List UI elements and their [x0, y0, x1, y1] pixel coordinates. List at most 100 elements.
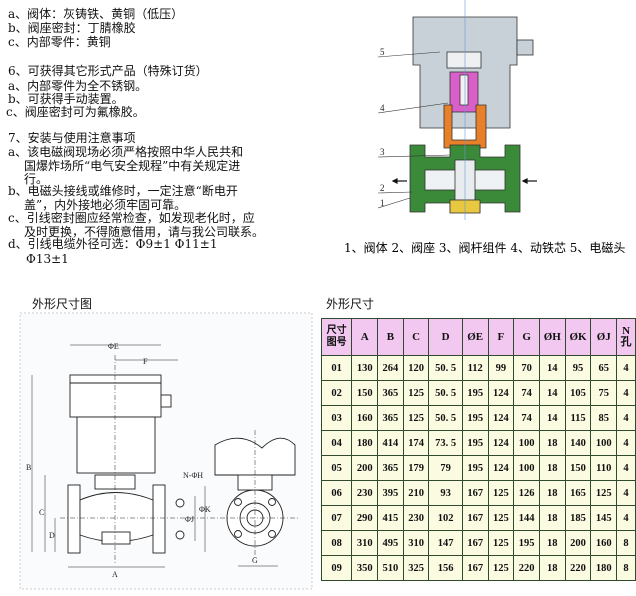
table-cell: 415 [377, 505, 404, 531]
table-cell: 195 [461, 380, 489, 406]
table-cell: 74 [513, 405, 540, 431]
dim-n-phi-h: N-ΦH [183, 471, 203, 480]
table-cell: 167 [461, 505, 489, 531]
table-cell: 125 [487, 555, 515, 581]
table-cell: 73. 5 [428, 430, 463, 456]
corner-header: 尺寸图号 [320, 318, 353, 356]
section-label-1: 1 [380, 198, 385, 208]
table-cell: 210 [402, 480, 430, 506]
table-cell: 395 [377, 480, 404, 506]
material-c: c、内部零件：黄铜 [8, 35, 111, 49]
column-header: C [402, 318, 430, 356]
table-cell: 120 [402, 355, 430, 381]
table-cell: 125 [487, 505, 515, 531]
table-cell: 4 [616, 480, 636, 506]
dim-g: G [252, 556, 258, 565]
table-cell: 185 [564, 505, 592, 531]
material-a: a、阀体：灰铸铁、黄铜（低压） [8, 7, 184, 21]
table-cell: 18 [538, 505, 566, 531]
table-cell: 102 [428, 505, 463, 531]
table-cell: 18 [538, 530, 566, 556]
table-cell: 125 [590, 480, 618, 506]
table-cell: 365 [377, 405, 404, 431]
row-id-cell: 09 [320, 555, 353, 581]
row-id-cell: 03 [320, 405, 353, 431]
table-cell: 93 [428, 480, 463, 506]
table-cell: 195 [461, 430, 489, 456]
outline-drawing-title: 外形尺寸图 [32, 297, 93, 311]
table-cell: 18 [538, 455, 566, 481]
table-cell: 18 [538, 430, 566, 456]
table-cell: 200 [351, 455, 379, 481]
table-cell: 74 [513, 380, 540, 406]
table-cell: 310 [351, 530, 379, 556]
install-d2: Φ13±1 [26, 252, 69, 266]
row-id-cell: 08 [320, 530, 353, 556]
install-a1: a、该电磁阀现场必须严格按照中华人民共和 [8, 145, 244, 159]
table-cell: 165 [564, 480, 592, 506]
table-cell: 124 [487, 455, 515, 481]
corner-top: 尺寸 [326, 325, 347, 336]
dim-phi-j: ΦJ [185, 515, 194, 524]
table-cell: 174 [402, 430, 430, 456]
row-id-cell: 04 [320, 430, 353, 456]
table-cell: 4 [616, 430, 636, 456]
table-cell: 495 [377, 530, 404, 556]
dim-phi-k: ΦK [199, 505, 211, 514]
column-header: ØE [461, 318, 489, 356]
table-cell: 310 [402, 530, 430, 556]
table-cell: 100 [513, 430, 540, 456]
table-cell: 160 [590, 530, 618, 556]
special-b: b、可获得手动装置。 [8, 92, 124, 106]
table-cell: 18 [538, 480, 566, 506]
table-cell: 100 [590, 430, 618, 456]
column-header: N 孔 [616, 318, 636, 356]
table-cell: 150 [564, 455, 592, 481]
install-b2: 盖”，内外接地必须牢固可靠。 [24, 198, 187, 212]
dim-d: D [49, 531, 55, 540]
section-arrows [391, 178, 537, 184]
table-cell: 195 [461, 405, 489, 431]
table-cell: 99 [487, 355, 515, 381]
table-cell: 160 [351, 405, 379, 431]
table-cell: 167 [461, 530, 489, 556]
corner-bottom: 图号 [326, 337, 347, 348]
table-title: 外形尺寸 [326, 297, 375, 311]
table-cell: 230 [402, 505, 430, 531]
section-label-4: 4 [380, 103, 385, 113]
special-title: 6、可获得其它形式产品（特殊订货） [8, 64, 208, 78]
table-cell: 365 [377, 380, 404, 406]
table-cell: 112 [461, 355, 489, 381]
table-cell: 325 [402, 555, 430, 581]
table-cell: 85 [590, 405, 618, 431]
table-cell: 220 [564, 555, 592, 581]
table-cell: 125 [487, 530, 515, 556]
dim-b: B [26, 463, 31, 472]
section-label-5: 5 [380, 47, 385, 57]
table-cell: 14 [538, 380, 566, 406]
table-cell: 179 [402, 455, 430, 481]
table-cell: 195 [461, 455, 489, 481]
table-cell: 156 [428, 555, 463, 581]
row-id-cell: 07 [320, 505, 353, 531]
section-label-3: 3 [380, 147, 385, 157]
table-cell: 365 [377, 455, 404, 481]
column-header: ØK [564, 318, 592, 356]
table-cell: 125 [487, 480, 515, 506]
table-cell: 126 [513, 480, 540, 506]
table-cell: 14 [538, 405, 566, 431]
install-d1: d、引线电缆外径可选：Φ9±1 Φ11±1 [8, 237, 218, 251]
column-header: A [351, 318, 379, 356]
table-cell: 100 [513, 455, 540, 481]
table-cell: 115 [564, 405, 592, 431]
table-cell: 125 [402, 405, 430, 431]
table-cell: 125 [402, 380, 430, 406]
